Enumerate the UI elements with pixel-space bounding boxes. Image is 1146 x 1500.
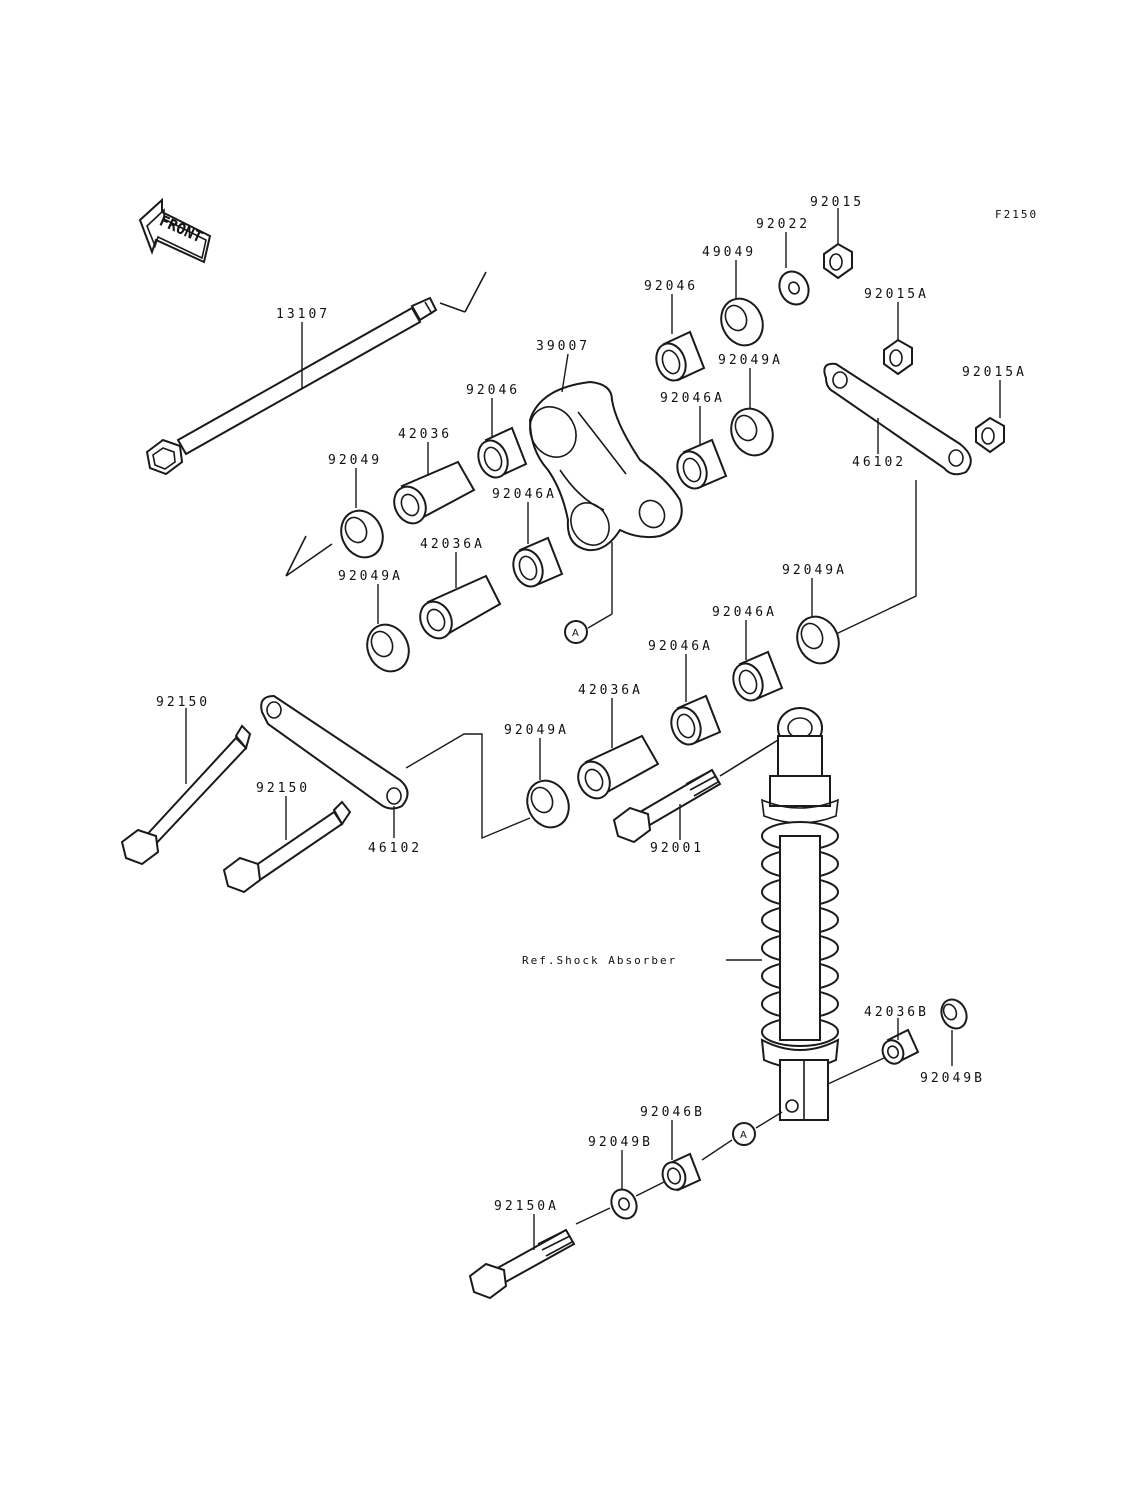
bolt-92150-b [222, 800, 352, 894]
label-42036b: 42036B [864, 1005, 929, 1020]
label-92150-a: 92150 [156, 695, 210, 710]
collar-49049 [720, 297, 764, 347]
label-92046a-c: 92046A [712, 605, 777, 620]
ref-shock-absorber-label: Ref.Shock Absorber [522, 954, 677, 967]
label-92049a-b: 92049A [718, 353, 783, 368]
label-42036: 42036 [398, 427, 452, 442]
marker-a-lower-label: A [740, 1130, 747, 1141]
washer-92022 [778, 270, 810, 306]
figure-code: F2150 [995, 208, 1038, 221]
label-92049: 92049 [328, 453, 382, 468]
nut-92015a-b [975, 416, 1005, 454]
label-49049: 49049 [702, 245, 756, 260]
bearing-92046a-a [676, 438, 728, 490]
sleeve-42036a-a [419, 574, 502, 640]
seal-92049a-c [796, 615, 840, 665]
label-42036a-b: 42036A [578, 683, 643, 698]
sleeve-42036a-b [577, 734, 660, 800]
bolt-92150-a [120, 724, 252, 866]
label-46102-b: 46102 [368, 841, 422, 856]
seal-92049a-d [526, 779, 570, 829]
label-92049a-d: 92049A [504, 723, 569, 738]
bearing-92046-a [477, 426, 528, 479]
bolt-92001 [612, 739, 779, 844]
label-92150-b: 92150 [256, 781, 310, 796]
bolt-92150a [468, 1228, 576, 1300]
label-92015a-b: 92015A [962, 365, 1027, 380]
seal-92049b-b [610, 1188, 638, 1220]
spring [761, 821, 839, 1047]
front-arrow-icon: FRONT [138, 197, 212, 264]
nut-92015 [823, 242, 853, 280]
seal-92049a-a [366, 623, 410, 673]
tie-rod-46102-a [823, 362, 972, 476]
seal-92049a-b [730, 407, 774, 457]
shock-absorber [760, 707, 840, 1121]
label-13107: 13107 [276, 307, 330, 322]
label-92150a: 92150A [494, 1199, 559, 1214]
sleeve-42036 [393, 460, 476, 525]
label-92049b-b: 92049B [588, 1135, 653, 1150]
label-92022: 92022 [756, 217, 810, 232]
marker-a-upper [564, 620, 588, 644]
bearing-92046-b [655, 330, 706, 382]
pivot-shaft-13107 [145, 271, 487, 476]
label-92046a-a: 92046A [660, 391, 725, 406]
bearing-92046a-d [670, 694, 722, 746]
label-92046a-d: 92046A [648, 639, 713, 654]
label-92046a-b: 92046A [492, 487, 557, 502]
label-92046b: 92046B [640, 1105, 705, 1120]
marker-a-lower [732, 1122, 756, 1146]
bearing-92046a-b [512, 536, 564, 588]
marker-a-upper-label: A [572, 628, 579, 639]
label-92015a-a: 92015A [864, 287, 929, 302]
label-92049a-c: 92049A [782, 563, 847, 578]
bearing-92046b [661, 1152, 702, 1192]
label-92046-a: 92046 [466, 383, 520, 398]
label-39007: 39007 [536, 339, 590, 354]
sleeve-42036b [881, 1028, 920, 1065]
nut-92015a-a [883, 338, 913, 376]
label-92001: 92001 [650, 841, 704, 856]
bearing-92046a-c [732, 650, 784, 702]
rocker-arm-39007 [528, 380, 683, 552]
seal-92049b-a [940, 998, 968, 1030]
seal-92049 [340, 509, 384, 559]
label-92015: 92015 [810, 195, 864, 210]
label-46102-a: 46102 [852, 455, 906, 470]
label-92049a-a: 92049A [338, 569, 403, 584]
label-42036a-a: 42036A [420, 537, 485, 552]
label-92049b-a: 92049B [920, 1071, 985, 1086]
label-92046-b: 92046 [644, 279, 698, 294]
tie-rod-46102-b [260, 694, 409, 810]
